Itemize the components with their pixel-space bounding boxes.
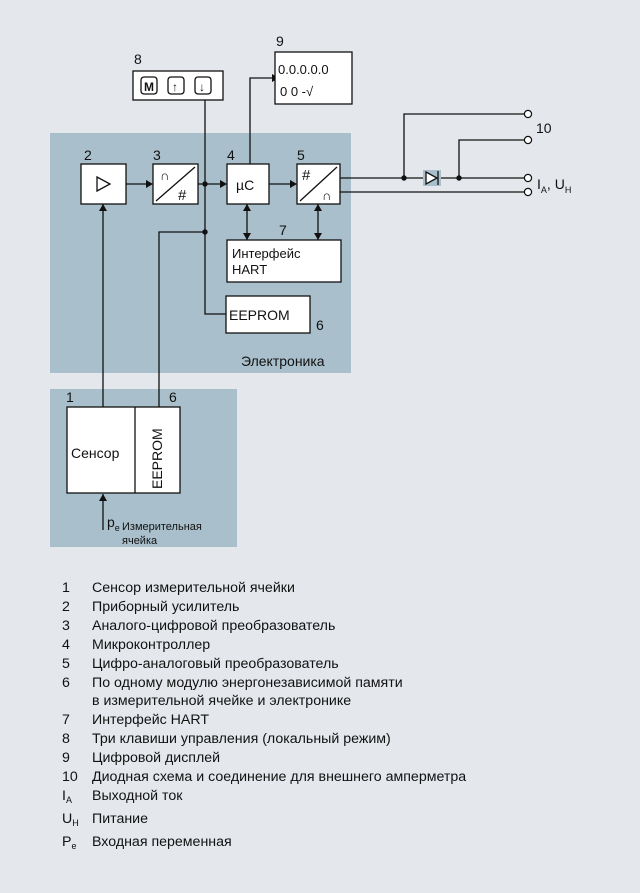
- legend-text: Приборный усилитель: [92, 598, 240, 615]
- legend-number: 8: [62, 731, 70, 748]
- legend-item: в измерительной ячейке и электронике: [62, 692, 632, 711]
- legend-item: 9 Цифровой дисплей: [62, 749, 632, 768]
- marker-9: 9: [276, 33, 284, 49]
- marker-8: 8: [134, 51, 142, 67]
- legend-text: Выходной ток: [92, 787, 183, 804]
- dac-analog-glyph: ∩: [322, 188, 331, 203]
- legend-number: 3: [62, 617, 70, 634]
- microcontroller-label: µC: [236, 177, 254, 193]
- legend: 1 Сенсор измерительной ячейки 2 Приборный …: [62, 579, 632, 856]
- input-label: pe: [107, 514, 120, 533]
- legend-item: 6 По одному модулю энергонезависимой памя…: [62, 674, 632, 693]
- legend-item: 4 Микроконтроллер: [62, 636, 632, 655]
- legend-text: Диодная схема и соединение для внешнего …: [92, 769, 467, 786]
- terminal-out-1: [523, 173, 533, 183]
- key-mode: [140, 76, 158, 95]
- legend-item: 3 Аналого-цифровой преобразователь: [62, 617, 632, 636]
- sensor-label: Сенсор: [71, 445, 120, 461]
- key-mode-glyph: M: [144, 80, 154, 94]
- legend-item: 1 Сенсор измерительной ячейки: [62, 579, 632, 598]
- legend-text: в измерительной ячейке и электронике: [92, 693, 352, 710]
- marker-1: 1: [66, 389, 74, 405]
- legend-item: 7 Интерфейс HART: [62, 711, 632, 730]
- cell-label-line1: Измерительная: [122, 521, 202, 533]
- legend-number: 7: [62, 712, 70, 729]
- electronics-label: Электроника: [241, 353, 325, 369]
- marker-6-cell: 6: [169, 389, 177, 405]
- legend-number: 6: [62, 674, 70, 691]
- symbol-sub: e: [71, 840, 77, 851]
- legend-text: Питание: [92, 810, 149, 827]
- hart-label-line2: HART: [232, 262, 267, 277]
- marker-7: 7: [279, 222, 287, 238]
- marker-10: 10: [536, 120, 552, 136]
- key-up: [167, 76, 185, 95]
- marker-5: 5: [297, 147, 305, 163]
- amplifier-icon: [96, 175, 112, 193]
- terminal-mid: [523, 135, 533, 145]
- legend-number: 5: [62, 655, 70, 672]
- legend-number: 10: [62, 769, 78, 786]
- legend-symbol: UH: [62, 810, 92, 833]
- eeprom-label: EEPROM: [229, 307, 290, 323]
- hart-label-line1: Интерфейс: [232, 246, 301, 261]
- legend-text: Сенсор измерительной ячейки: [92, 580, 295, 596]
- legend-number: 4: [62, 636, 70, 653]
- legend-text: Цифровой дисплей: [92, 750, 221, 767]
- legend-number: 1: [62, 580, 70, 596]
- legend-text: Аналого-цифровой преобразователь: [92, 617, 336, 634]
- microcontroller-block: [226, 163, 270, 205]
- terminal-out-2: [523, 187, 533, 197]
- adc-diagonal: [155, 166, 196, 202]
- legend-symbol: IA: [62, 787, 92, 810]
- legend-number: [62, 692, 92, 711]
- adc-digital-glyph: #: [178, 187, 187, 204]
- display-line1: 0.0.0.0.0: [278, 62, 329, 77]
- legend-text: Микроконтроллер: [92, 636, 211, 653]
- legend-number: 2: [62, 598, 70, 615]
- symbol-sub: H: [72, 817, 79, 828]
- eeprom-electronics-block: [225, 295, 311, 334]
- legend-text: Цифро-аналоговый преобразователь: [92, 655, 339, 672]
- legend-item: 10 Диодная схема и соединение для внешнег…: [62, 768, 632, 787]
- legend-text: Входная переменная: [92, 833, 232, 850]
- legend-text: Интерфейс HART: [92, 712, 210, 729]
- output-label: IA, UH: [537, 176, 571, 195]
- legend-symbol: Pe: [62, 833, 92, 856]
- hart-block: [226, 239, 342, 283]
- marker-3: 3: [153, 147, 161, 163]
- symbol-main: U: [62, 810, 73, 827]
- sensor-block: [66, 406, 181, 494]
- marker-2: 2: [84, 147, 92, 163]
- symbol-main: I: [62, 787, 66, 804]
- adc-analog-glyph: ∩: [160, 168, 169, 183]
- legend-text: Три клавиши управления (локальный режим): [92, 731, 391, 748]
- dac-digital-glyph: #: [302, 167, 311, 184]
- legend-text: По одному модулю энергонезависимой памят…: [92, 674, 403, 691]
- sensor-eeprom-label: EEPROM: [149, 428, 165, 489]
- legend-item: 2 Приборный усилитель: [62, 598, 632, 617]
- block-diagram: ∩ # # ∩ µC Интерфейс HART EEPROM Сенсор …: [50, 33, 571, 547]
- legend-number: 9: [62, 750, 70, 767]
- key-down-glyph: ↓: [199, 80, 205, 94]
- display-line2: 0 0 -√: [280, 84, 314, 99]
- legend-item: 8 Три клавиши управления (локальный режим…: [62, 730, 632, 749]
- legend-item: 5 Цифро-аналоговый преобразователь: [62, 655, 632, 674]
- marker-4: 4: [227, 147, 235, 163]
- key-up-glyph: ↑: [172, 80, 178, 94]
- display-block: [274, 51, 353, 105]
- cell-label-line2: ячейка: [122, 535, 158, 547]
- key-down: [194, 76, 212, 95]
- marker-6-electronics: 6: [316, 317, 324, 333]
- symbol-main: P: [62, 833, 72, 850]
- dac-diagonal: [299, 166, 338, 202]
- terminal-top: [523, 109, 533, 119]
- amplifier-block: [80, 163, 127, 205]
- diode-symbol: [423, 170, 441, 186]
- symbol-sub: A: [65, 794, 72, 805]
